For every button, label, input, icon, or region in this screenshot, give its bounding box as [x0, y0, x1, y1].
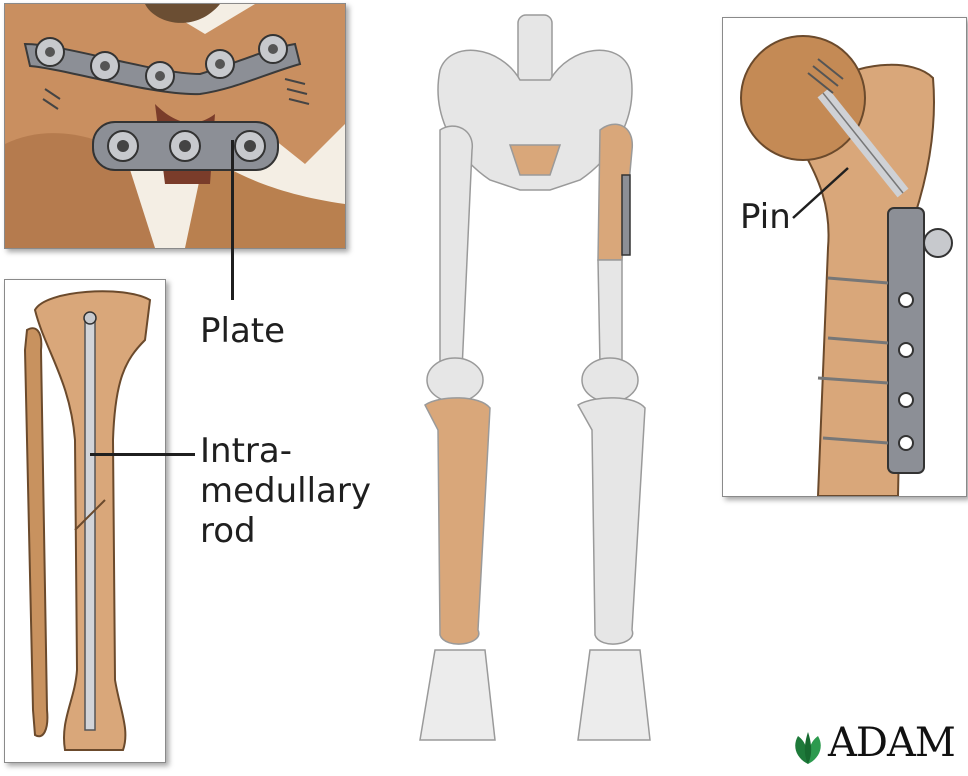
pelvis-plate-inset: [4, 3, 346, 249]
side-plate: [888, 208, 924, 473]
lower-body-skeleton: [400, 10, 670, 770]
pelvis-plate-illustration: [5, 4, 345, 248]
rod-label-line2: medullary: [200, 472, 371, 510]
adam-logo-text: ADAM: [828, 720, 955, 766]
pin-label: Pin: [740, 198, 791, 236]
adam-logo: ADAM: [786, 718, 968, 776]
rod-leader-line: [90, 453, 195, 456]
plate-label: Plate: [200, 312, 285, 350]
tibia-rod-illustration: [5, 280, 165, 762]
leaf-logo-icon: [788, 728, 828, 768]
tibia-rod-inset: [4, 279, 166, 763]
rod-label-line3: rod: [200, 512, 256, 550]
plate-leader-line: [231, 140, 234, 300]
intramedullary-rod: [85, 320, 95, 730]
femur-pin-inset: [722, 17, 967, 497]
rod-label-line1: Intra-: [200, 432, 292, 470]
femur-pin-illustration: [723, 18, 966, 496]
